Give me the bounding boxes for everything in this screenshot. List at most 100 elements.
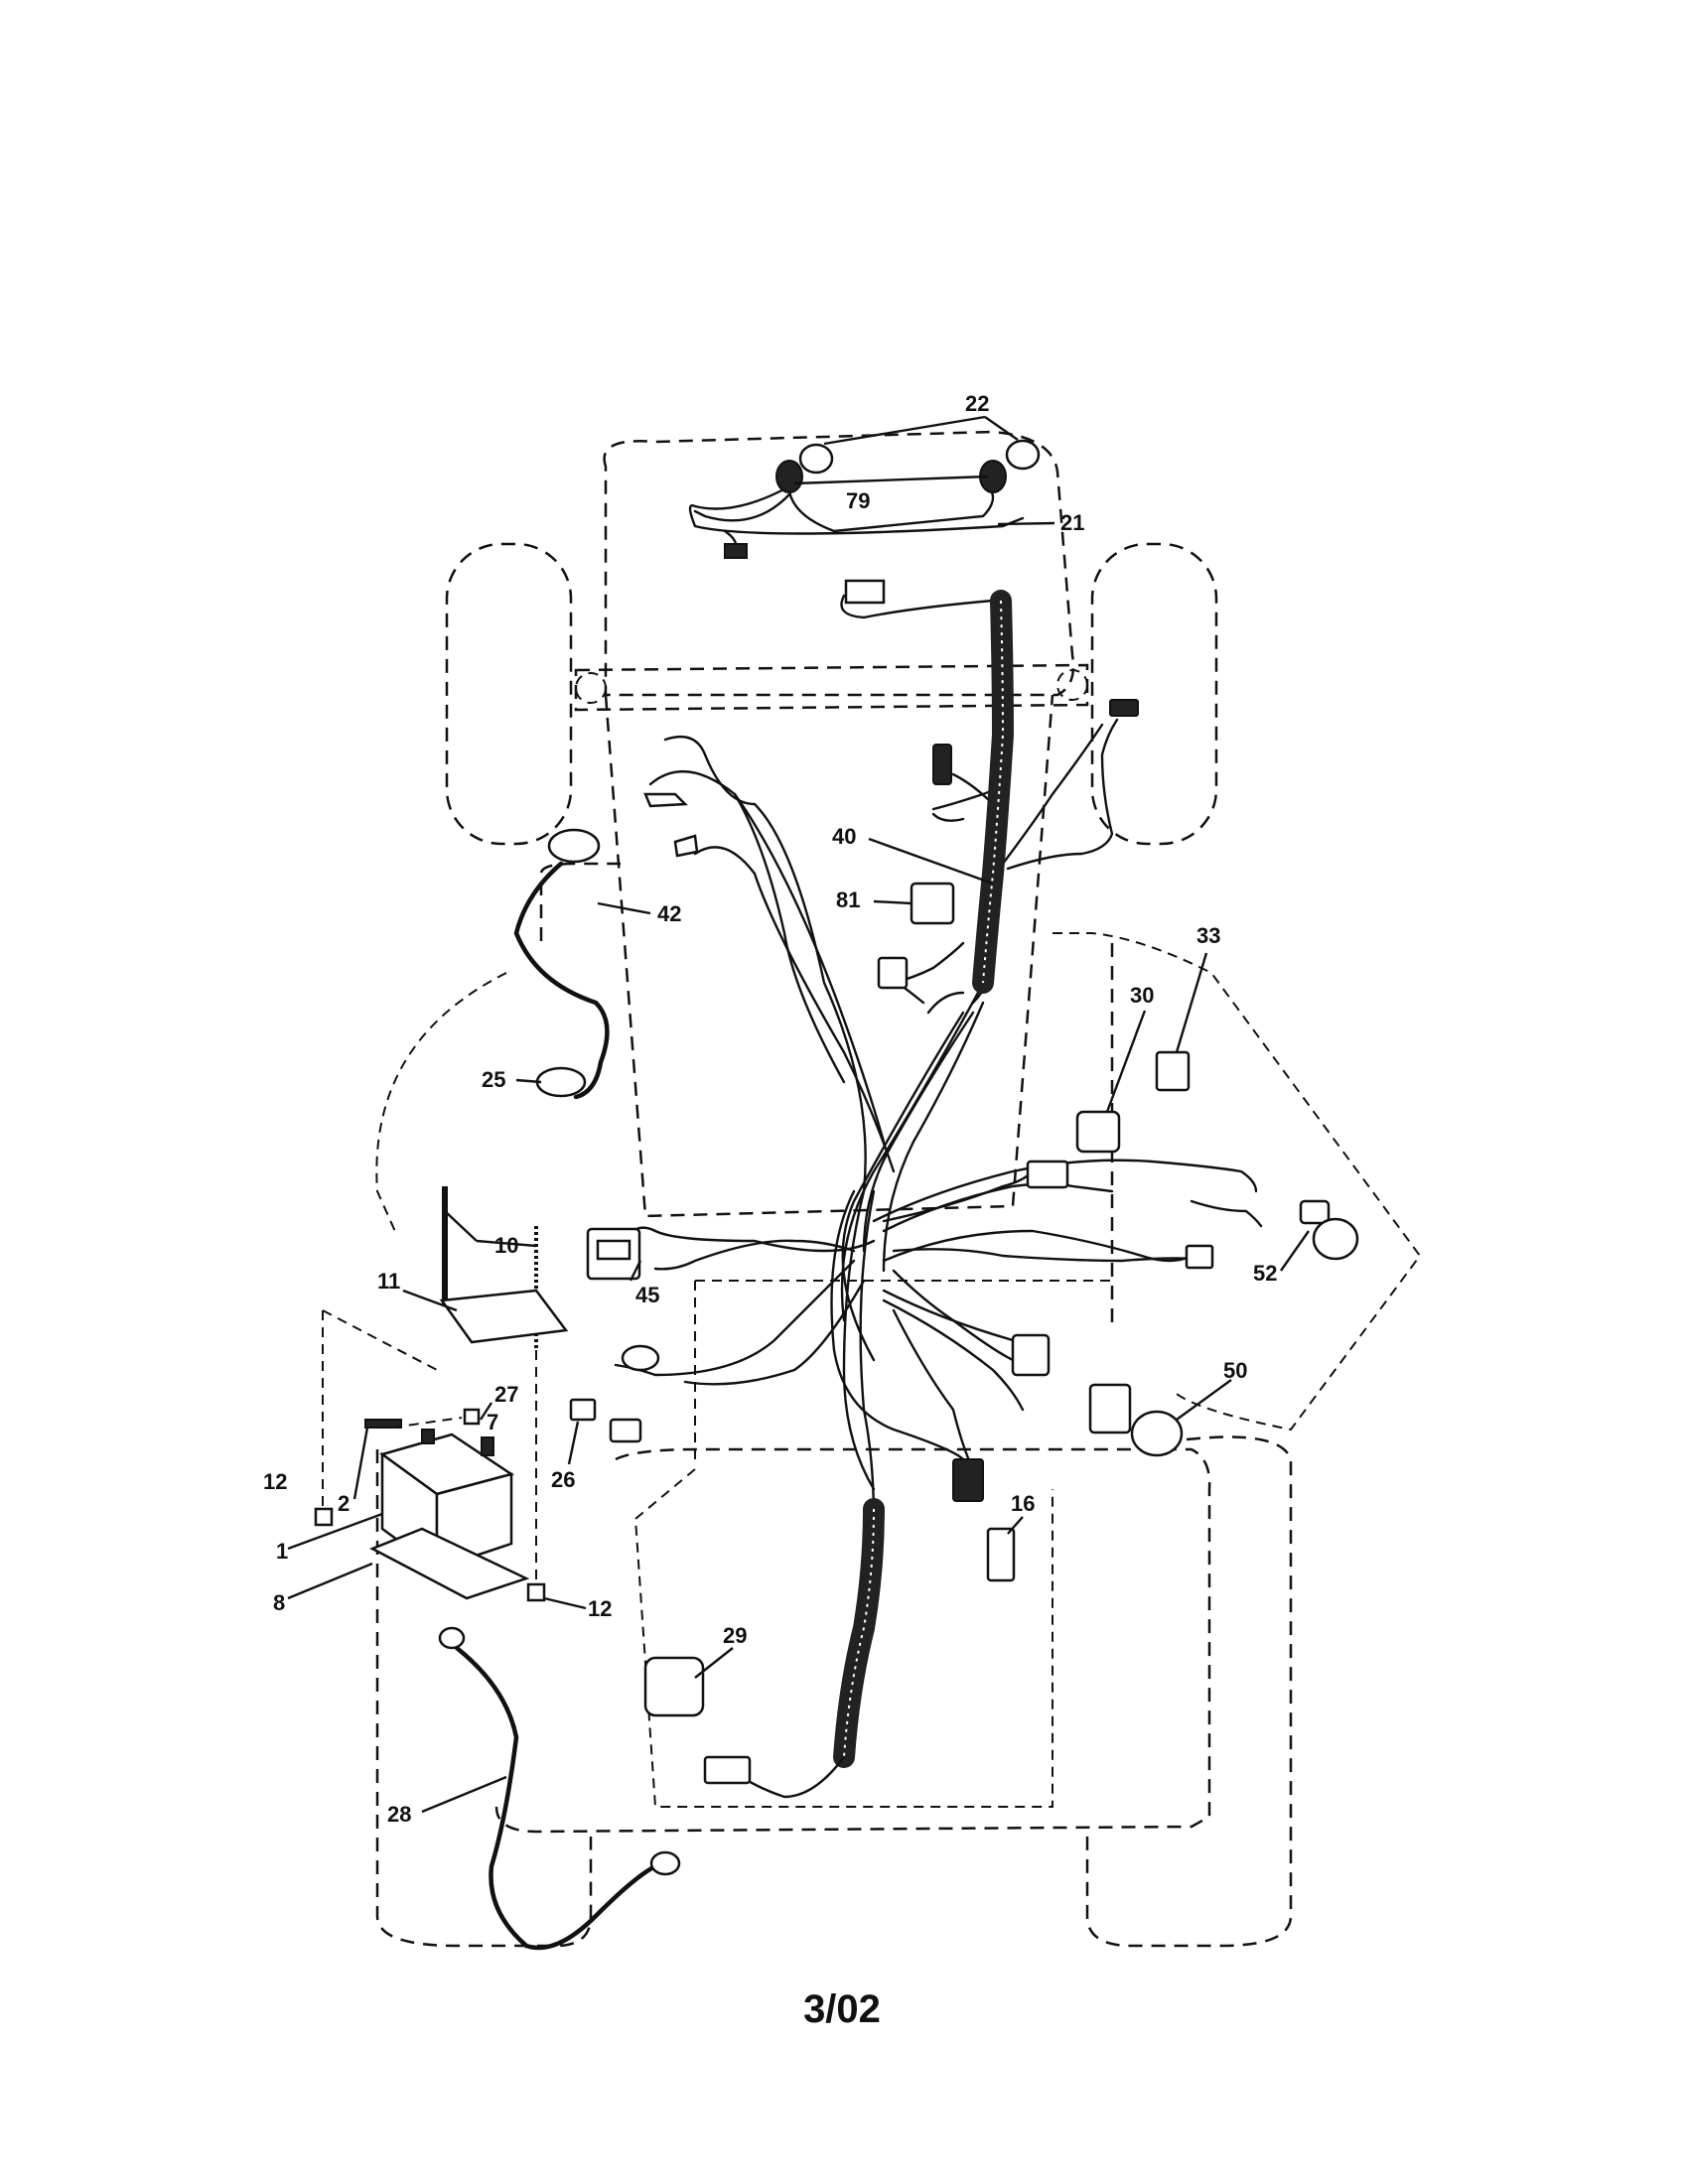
callout-29: 29 [723,1623,747,1648]
leader-12-right [543,1596,587,1610]
cable-28-top-terminal [438,1626,466,1650]
battery-group [314,828,681,1951]
solenoid-connector [703,1755,752,1785]
leader-79 [793,475,989,485]
ring-terminal-ground [621,1344,660,1372]
fuse-26 [569,1398,597,1422]
terminal-52-boot [1312,1217,1359,1261]
battery-cable-42 [513,861,610,1100]
bolt-2 [364,1419,402,1429]
leader-10 [444,1210,537,1248]
harness-branch [1190,1199,1263,1228]
leader-40 [868,837,994,886]
left-headlight-bulb [798,443,834,475]
dash-console-outline [539,862,621,941]
callout-22: 22 [965,391,989,416]
coil-rings [843,1508,875,1758]
headlight-plug [724,543,748,559]
callout-7: 7 [487,1410,498,1434]
cable-25-terminal [535,1066,587,1098]
seat-switch-plug [932,744,952,785]
harness-branch [892,1308,975,1471]
fuse-holder-window [596,1239,632,1261]
callout-11: 11 [377,1269,400,1294]
leader-1 [287,1512,383,1551]
callout-45: 45 [635,1283,659,1307]
rear-right-tire-outline [1085,1435,1293,1948]
front-right-tire-outline [1090,542,1218,846]
callout-30: 30 [1130,983,1154,1008]
leader-11 [402,1289,458,1312]
side-harness-connector [1109,699,1139,717]
harness-branch [931,812,965,822]
callout-40: 40 [832,824,856,849]
harness-branch [1006,718,1119,871]
page-date-code: 3/02 [803,1987,881,2031]
leader-81 [873,899,912,905]
harness-branch [830,1189,965,1461]
headlight-wire [688,484,1025,535]
clip-12-right [526,1582,546,1602]
leader-30 [1105,1010,1147,1113]
switch-50 [1088,1383,1132,1434]
leader-29 [694,1647,734,1679]
harness-plug-small [609,1418,642,1443]
callout-16: 16 [1011,1491,1035,1516]
ring-terminal-middle [673,834,699,858]
components [569,699,1359,1785]
fender-outline [1052,932,1422,1432]
leader-dash-battery-4 [391,1417,463,1429]
connector-16 [986,1527,1016,1582]
callout-42: 42 [657,901,681,926]
harness-branch [882,1001,985,1273]
leader-16 [1007,1516,1024,1535]
harness-6-pin-connector [1011,1333,1051,1377]
callout-10: 10 [494,1233,518,1258]
callout-28: 28 [387,1802,411,1827]
hood-outline [603,430,1075,697]
harness-branch [892,1248,1213,1263]
leader-50 [1176,1379,1232,1421]
callout-26: 26 [551,1467,575,1492]
callout-27: 27 [494,1382,518,1407]
battery-tray-8 [369,1527,530,1600]
leader-26 [567,1421,580,1465]
harness-branch [653,1239,856,1271]
battery-cable-28 [454,1645,658,1951]
callout-2: 2 [338,1491,350,1516]
seat-pan-outline [375,972,507,1237]
harness-branch [693,846,896,1173]
leader-8 [287,1562,373,1600]
rear-left-tire-outline [375,1449,593,1948]
leader-dash-battery-2 [322,1309,438,1371]
cable-42-boot [547,828,601,864]
pto-switch-33 [1155,1050,1191,1092]
callout-81: 81 [836,887,860,912]
harness-branch [840,594,1005,627]
seat-connector [1026,1160,1069,1189]
left-spindle-outline [575,672,607,704]
harness-rear-connector [1185,1244,1214,1270]
leader-52 [1280,1230,1310,1272]
cable-28-bottom-terminal [649,1850,681,1876]
ignition-switch-30 [1075,1110,1121,1154]
solenoid-29 [643,1656,705,1717]
callout-labels: 22 79 21 40 81 42 33 30 25 10 11 45 52 5… [263,391,1277,1827]
right-spindle-outline [1056,669,1088,701]
harness-plug [877,956,909,990]
callout-50: 50 [1223,1358,1247,1383]
leader-42 [597,901,651,915]
harness-branch [872,1159,1258,1223]
callout-25: 25 [482,1067,505,1092]
leader-45 [629,1260,642,1282]
hold-down-bracket-11 [439,1289,569,1344]
harness-branch [862,1011,975,1253]
leader-27 [479,1402,493,1421]
ring-terminal-52 [1299,1199,1331,1225]
leader-28 [421,1775,507,1814]
right-headlight-bulb [1005,439,1041,471]
callout-12-left: 12 [263,1469,287,1494]
battery-terminal-pos [481,1436,494,1456]
harness-branch [882,1289,1028,1367]
callout-52: 52 [1253,1261,1277,1286]
